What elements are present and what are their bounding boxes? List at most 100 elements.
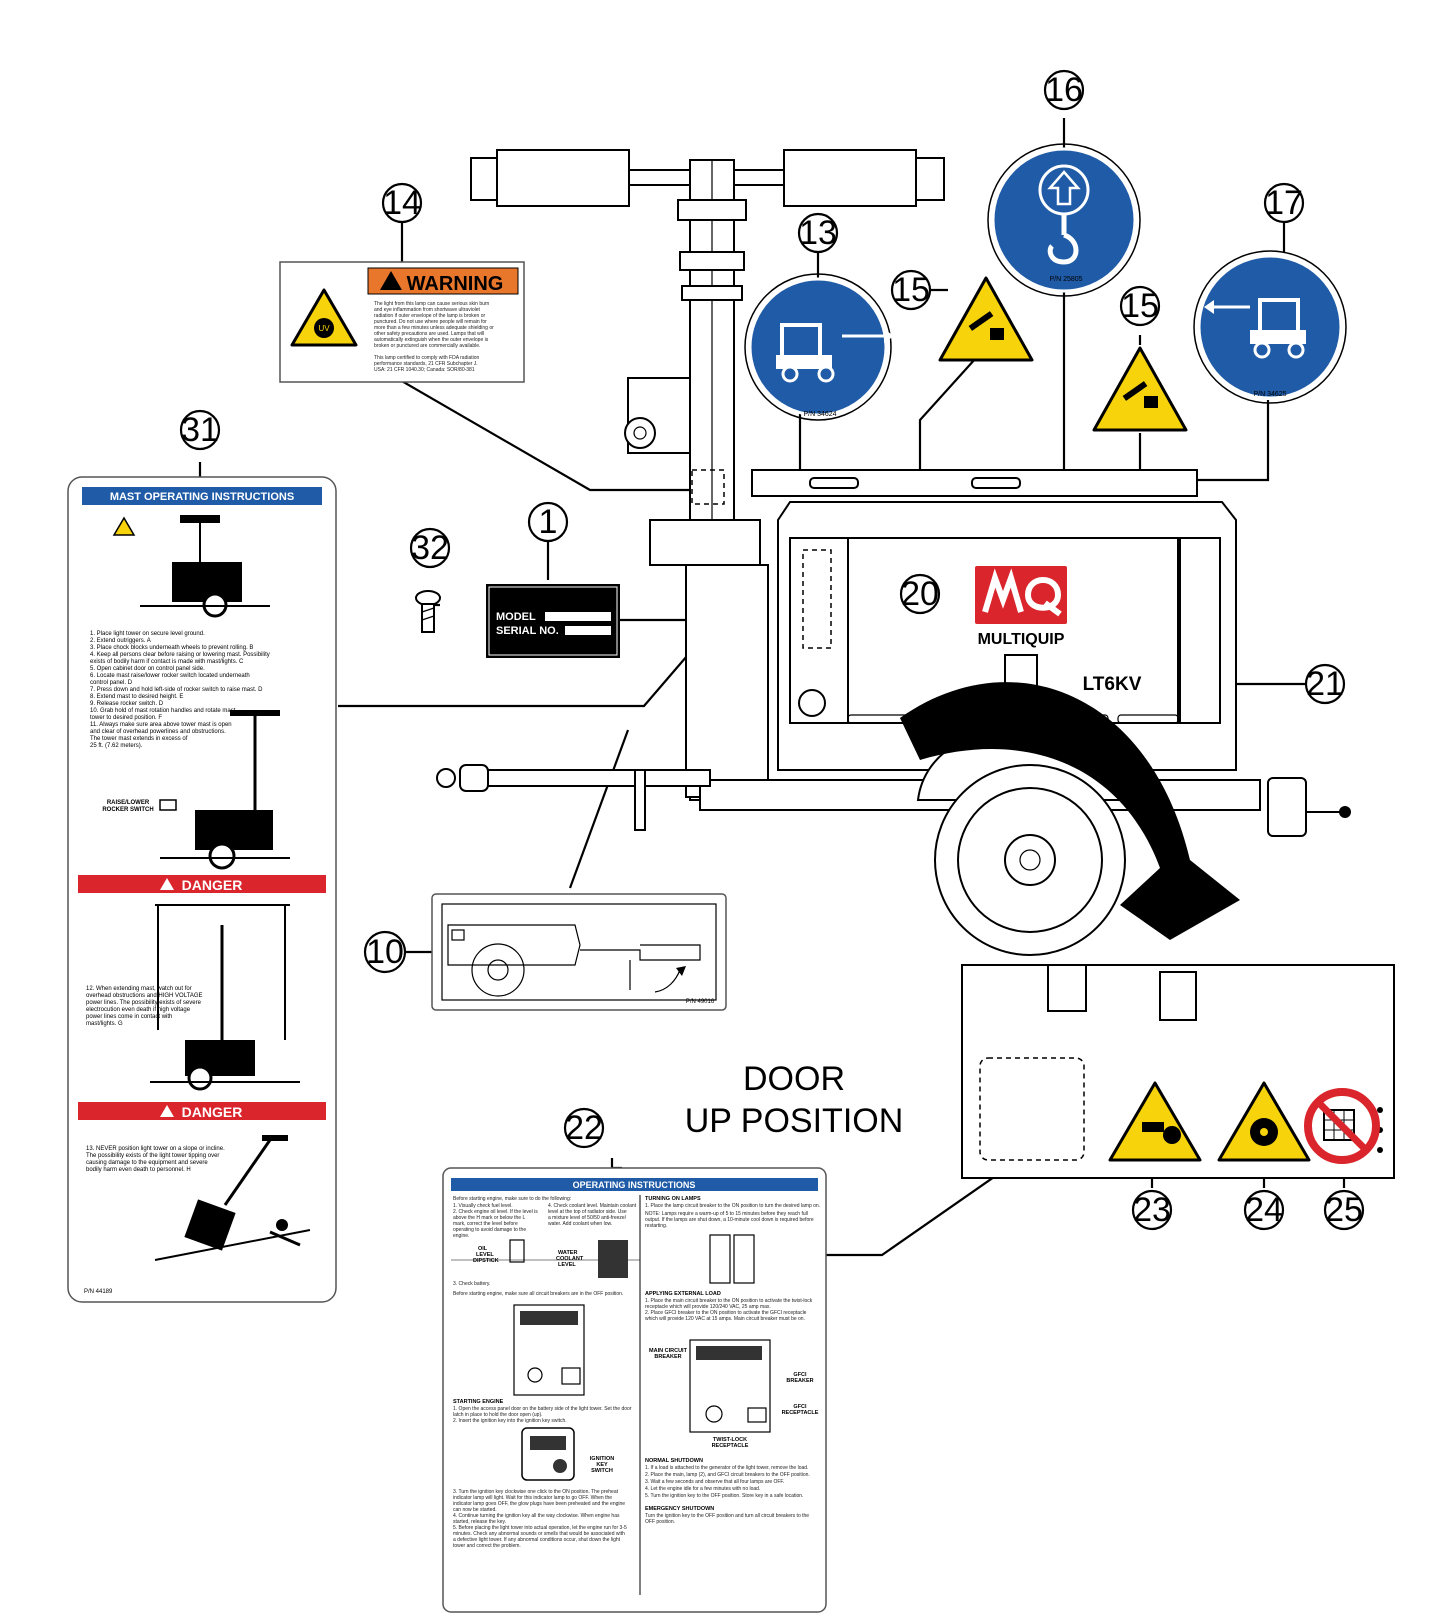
lifting-sign: P/N 25805 <box>987 143 1141 297</box>
ops-lamps-3: output. If the lamps are shut down, a 10… <box>645 1217 814 1223</box>
ops-start2-4: can now be started. <box>453 1507 497 1513</box>
rocker-label-2: ROCKER SWITCH <box>102 807 153 813</box>
ignition-label-1: IGNITION <box>590 1456 614 1462</box>
svg-text:UV: UV <box>318 324 330 333</box>
callout-16: 16 <box>1043 69 1085 111</box>
ops-load-2: receptacle which will provide 120/240 VA… <box>645 1304 771 1310</box>
ops-shutdown-head: NORMAL SHUTDOWN <box>645 1458 703 1464</box>
ops-coolant-3: a mixture level of 50/50 anti-freeze/ <box>548 1215 627 1221</box>
ops-lamps-2: NOTE: Lamps require a warm-up of 5 to 15… <box>645 1211 808 1217</box>
svg-text:20: 20 <box>901 575 939 613</box>
forklift-right-icon <box>776 323 894 383</box>
oil-label-1: OIL <box>478 1246 488 1252</box>
mast-step-11: 9. Release rocker switch. D <box>90 701 164 707</box>
ops-start2-10: tower and correct the problem. <box>453 1543 521 1549</box>
gfci-recept-2: RECEPTACLE <box>782 1410 819 1416</box>
danger-banner-1: DANGER <box>182 877 243 893</box>
callout-1: 1 <box>527 501 569 543</box>
mast-step12-2: overhead obstructions and HIGH VOLTAGE <box>86 993 203 999</box>
ops-load-4: which will provide 120 VAC at 15 amps. M… <box>645 1316 805 1322</box>
mast-step-2: 2. Extend outriggers. A <box>90 638 151 644</box>
water-label-3: LEVEL <box>558 1262 576 1268</box>
ops-shutdown-2: 2. Place the main, lamp (2), and GFCI ci… <box>645 1472 810 1478</box>
uv-warning-decal: UV WARNING The light from this lamp can … <box>279 261 525 383</box>
oil-label-3: DIPSTICK <box>473 1258 499 1264</box>
mast-step-9: 7. Press down and hold left-side of rock… <box>90 687 263 693</box>
gfci-recept-1: GFCI <box>793 1404 807 1410</box>
callout-10: 10 <box>363 930 407 974</box>
pn-mast: P/N 44189 <box>84 1289 113 1295</box>
mast-step-6: 5. Open cabinet door on control panel si… <box>90 666 205 672</box>
mast-title: MAST OPERATING INSTRUCTIONS <box>110 491 294 503</box>
mast-step-13: tower to desired position. F <box>90 715 162 721</box>
plate-serial: SERIAL NO. <box>496 625 559 637</box>
door-label-line2: UP POSITION <box>685 1102 904 1140</box>
svg-text:15: 15 <box>892 271 930 309</box>
mast-step-7: 6. Locate mast raise/lower rocker switch… <box>90 673 250 679</box>
ops-coolant-2: level at the top of radiator side. Use <box>548 1209 627 1215</box>
warning-header: WARNING <box>407 273 504 295</box>
mast-illustration-top <box>112 515 270 618</box>
ops-lamps-1: 1. Place the lamp circuit breaker to the… <box>645 1203 820 1209</box>
ops-breakers-note: Before starting engine, make sure all ci… <box>453 1291 623 1297</box>
svg-text:25: 25 <box>1325 1191 1363 1229</box>
mast-step-15: and clear of overhead powerlines and obs… <box>90 729 226 735</box>
mast-step13-4: bodily harm even death to personnel. H <box>86 1167 191 1173</box>
rivet-screw <box>415 590 441 633</box>
mast-step12-4: electrocution even death if high voltage <box>86 1007 191 1013</box>
warning-body-3: radiation if outer envelope of the lamp … <box>374 313 486 319</box>
gfci-breaker-2: BREAKER <box>786 1378 813 1384</box>
ops-left-4: above the H mark or below the L <box>453 1215 525 1221</box>
ops-emergency-head: EMERGENCY SHUTDOWN <box>645 1506 714 1512</box>
pn-tow: P/N 49016 <box>686 999 715 1005</box>
ops-start2-7: 5. Before placing the light tower into a… <box>453 1525 627 1531</box>
svg-text:10: 10 <box>366 933 404 971</box>
forklift-sign-right: P/N 34625 <box>1193 250 1347 404</box>
mast-step-12: 10. Grab hold of mast rotation handles a… <box>90 708 236 714</box>
callout-32: 32 <box>409 527 451 569</box>
lifting-hook-icon <box>1038 164 1090 265</box>
warning-body-10: performance standards, 21 CFR Subchapter… <box>374 361 478 367</box>
operating-instructions-decal: OPERATING INSTRUCTIONS Before starting e… <box>442 1167 827 1613</box>
ops-emergency-1: Turn the ignition key to the OFF positio… <box>645 1513 809 1519</box>
tow-decal: P/N 49016 <box>431 893 727 1011</box>
ops-start2-2: indicator lamp will light. Wait for this… <box>453 1495 612 1501</box>
prohibited-icon <box>1304 1088 1380 1164</box>
ops-coolant-1: 4. Check coolant level. Maintain coolant <box>548 1203 637 1209</box>
callout-24: 24 <box>1243 1189 1285 1231</box>
ops-lamps-4: restarting. <box>645 1223 667 1229</box>
crush-hazard-decal-upper <box>938 276 1034 362</box>
brand-model: LT6KV <box>1083 674 1142 695</box>
callout-20: 20 <box>899 573 941 615</box>
forklift-left-icon <box>1204 298 1306 359</box>
water-label-1: WATER <box>558 1250 577 1256</box>
ops-left-6: operating to avoid damage to the <box>453 1227 526 1233</box>
callout-31: 31 <box>179 409 221 451</box>
svg-text:24: 24 <box>1245 1191 1283 1229</box>
main-cb-label-2: BREAKER <box>654 1354 681 1360</box>
tipping-illustration <box>154 1135 311 1261</box>
ops-left-1: Before starting engine, make sure to do … <box>453 1196 571 1202</box>
callouts: 1 10 13 14 15 15 16 17 20 21 22 23 24 25… <box>179 69 1365 1231</box>
callout-25: 25 <box>1323 1189 1365 1231</box>
callout-22: 22 <box>563 1107 605 1149</box>
warning-body-7: automatically extinguish when the outer … <box>374 337 489 343</box>
plate-model: MODEL <box>496 611 536 623</box>
mast-step-3: 3. Place chock blocks underneath wheels … <box>90 645 253 651</box>
mast-step12-5: power lines come in contact with <box>86 1014 172 1020</box>
pn-hook: P/N 25805 <box>1049 276 1082 283</box>
warning-body-5: more than a few minutes unless adequate … <box>374 325 494 331</box>
callout-15-a: 15 <box>890 269 932 311</box>
pn-right-forklift: P/N 34625 <box>1253 391 1286 398</box>
svg-text:21: 21 <box>1306 665 1344 703</box>
svg-text:32: 32 <box>411 529 449 567</box>
mast-step13-2: The possibility exists of the light towe… <box>86 1153 219 1159</box>
ops-shutdown-4: 4. Let the engine idle for a few minutes… <box>645 1486 760 1492</box>
mast-step-10: 8. Extend mast to desired height. E <box>90 694 183 700</box>
ops-start2-5: 4. Continue turning the ignition key all… <box>453 1513 620 1519</box>
warning-body-8: broken or punctured are commercially ava… <box>374 343 480 349</box>
ops-start-2: latch in place to hold the door open (up… <box>453 1412 543 1418</box>
mast-step13-3: causing damage to the equipment and seve… <box>86 1160 208 1166</box>
open-door-panel <box>961 964 1395 1179</box>
